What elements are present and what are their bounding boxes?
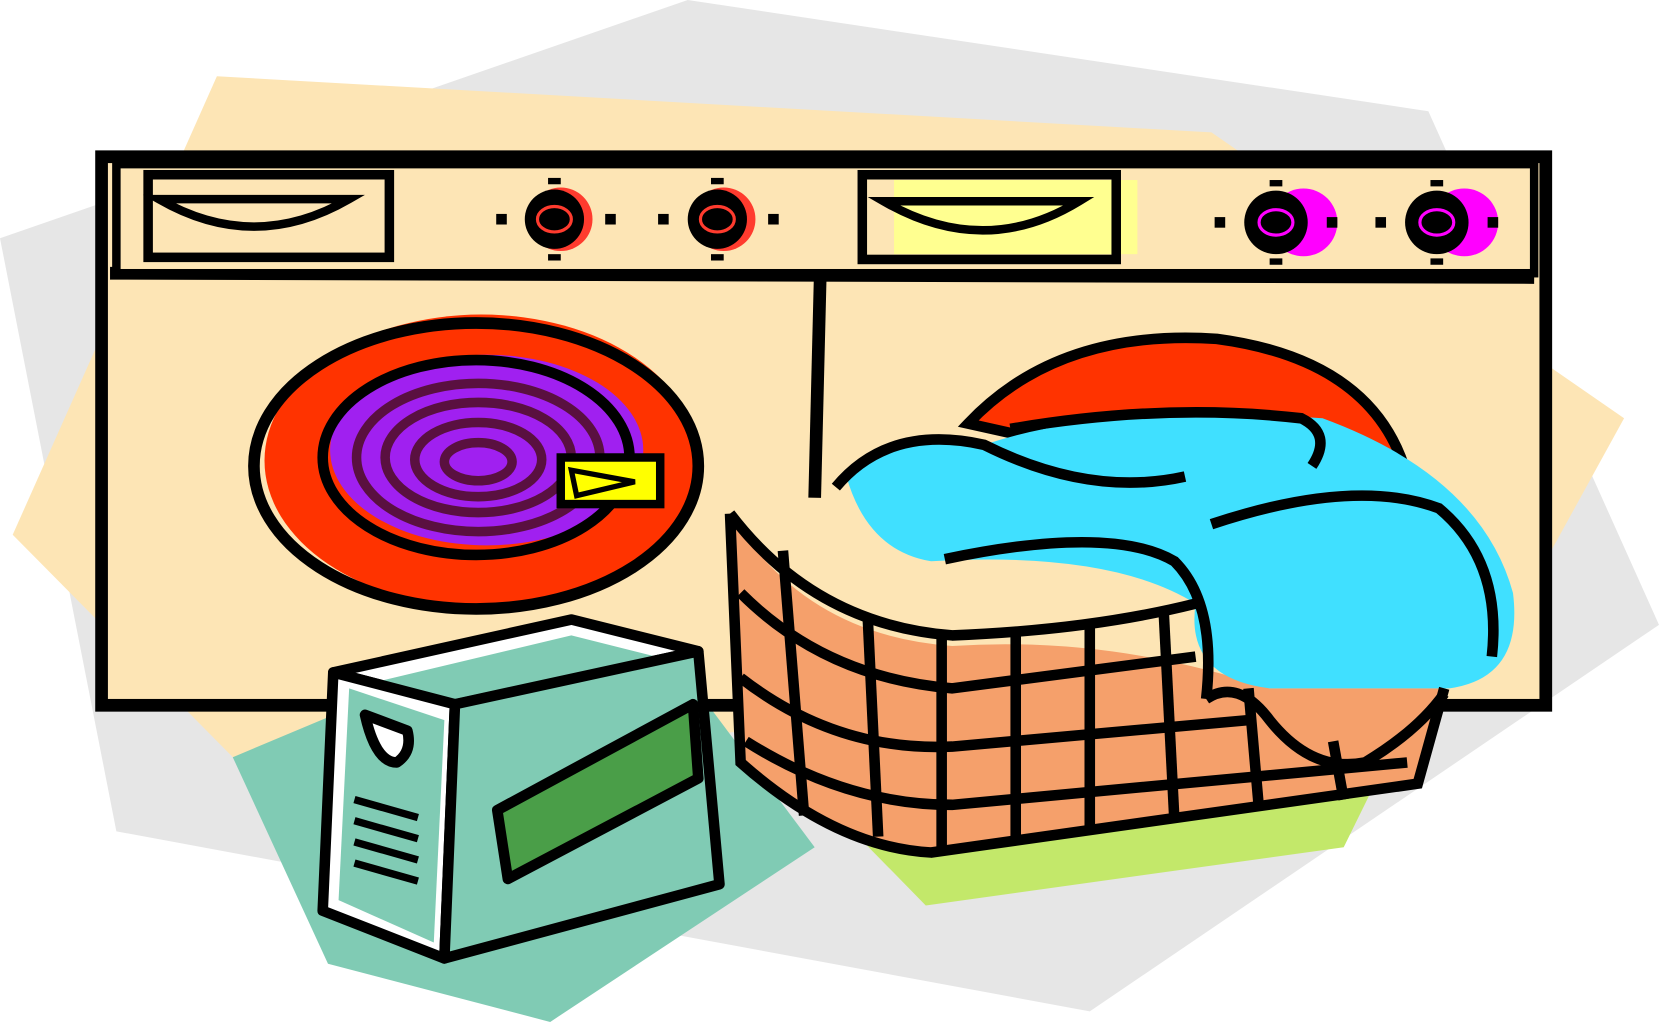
left-washer-controls <box>142 169 779 263</box>
right-washer-controls <box>857 169 1499 265</box>
knob-icon <box>658 177 779 261</box>
washer-drum <box>248 314 705 615</box>
detergent-box <box>317 614 725 964</box>
detergent-drawer <box>143 169 395 263</box>
knob-icon <box>1214 180 1338 265</box>
detergent-drawer <box>857 169 1121 265</box>
laundry-basket <box>724 332 1515 858</box>
knob-icon <box>1375 180 1499 265</box>
knob-icon <box>496 177 616 261</box>
